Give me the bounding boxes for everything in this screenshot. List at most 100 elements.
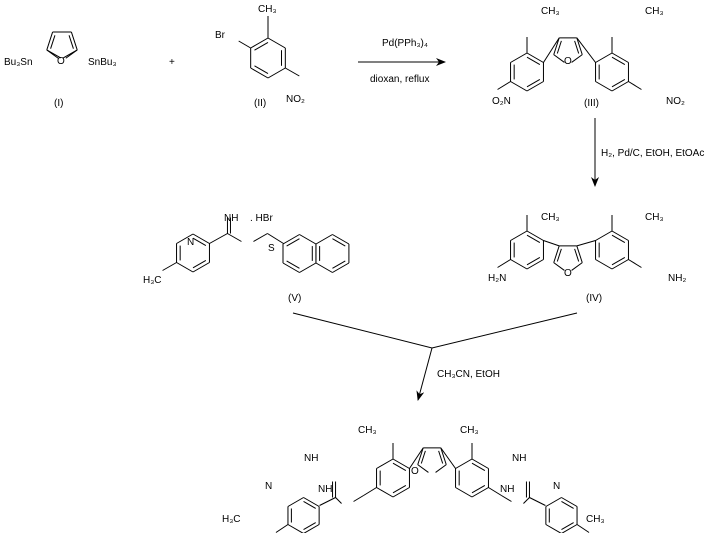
bond	[227, 233, 242, 242]
compound-label-III: (III)	[584, 98, 599, 109]
double-bond	[286, 260, 300, 269]
double-bond	[561, 501, 574, 509]
ring-bond	[299, 234, 317, 245]
furan-bond	[553, 262, 565, 271]
bond	[440, 447, 456, 469]
bond	[335, 497, 342, 504]
bond	[576, 240, 596, 247]
bond	[497, 81, 511, 90]
double-bond	[574, 248, 580, 262]
ring-bond	[267, 37, 286, 49]
double-bond	[254, 41, 269, 51]
ring-bond	[471, 458, 489, 469]
furan-bond	[553, 245, 560, 263]
reaction-arrow-3	[416, 347, 433, 401]
amide-nh-right: NH	[500, 484, 514, 495]
pyridine-n-right: N	[553, 481, 560, 492]
ring-bond	[303, 497, 320, 507]
product: CH₃ CH₃ O NH NH NH NH N N H₃C CH₃	[222, 425, 605, 525]
methyl-right: CH₃	[645, 212, 664, 223]
furan-bond	[576, 245, 583, 263]
furan-bond	[46, 31, 54, 51]
bond	[319, 497, 336, 506]
bond	[285, 67, 300, 77]
ring-bond	[376, 487, 394, 498]
ring-bond	[561, 524, 578, 533]
double-bond	[68, 35, 74, 49]
double-bond	[303, 522, 316, 530]
ring-bond	[526, 52, 544, 63]
ring-bond	[510, 81, 528, 92]
pyridine-n-left: N	[265, 481, 272, 492]
sulfur-label: S	[268, 243, 275, 254]
double-bond	[574, 40, 580, 54]
methyl-right: CH₃	[460, 425, 479, 436]
ring-bond	[287, 524, 304, 533]
furan-bond	[417, 464, 429, 473]
bromo-label: Br	[215, 30, 226, 41]
compound-II: Br CH₃ NO₂ (II)	[215, 4, 305, 109]
compound-I: Bu₃Sn SnBu₃ O (I)	[4, 56, 117, 109]
nitro-left: O₂N	[492, 96, 511, 107]
double-bond	[50, 35, 56, 49]
double-bond	[254, 65, 269, 75]
ring-bond	[250, 37, 269, 49]
ring-bond	[332, 234, 350, 245]
bond	[363, 487, 377, 496]
ring-bond	[376, 458, 394, 469]
double-bond	[556, 40, 562, 54]
bond	[543, 240, 560, 247]
furan-bond	[440, 447, 447, 465]
bond	[275, 524, 289, 533]
double-bond	[611, 234, 626, 244]
ring-bond	[455, 458, 473, 469]
ring-bond	[471, 487, 489, 498]
ring-bond	[595, 259, 613, 270]
double-bond	[420, 450, 426, 464]
double-bond	[561, 522, 574, 530]
ring-bond	[510, 52, 528, 63]
step1-reagent: Pd(PPh₃)₄	[382, 38, 428, 49]
furan-bond	[553, 54, 565, 63]
ring-bond	[510, 230, 528, 241]
methyl-left: CH₃	[541, 6, 560, 17]
nitro-label: NO₂	[286, 94, 305, 105]
pyridine-nitrogen: N	[187, 237, 194, 248]
furan-bond	[435, 464, 447, 473]
compound-IV: CH₃ CH₃ O H₂N NH₂ (IV)	[488, 212, 686, 304]
bond	[238, 40, 251, 49]
imine-right: NH	[512, 453, 526, 464]
furan-bond	[576, 37, 583, 55]
methyl-right: CH₃	[645, 6, 664, 17]
pyridine-methyl-left: H₃C	[222, 514, 241, 525]
ring-bond	[192, 262, 210, 273]
ring-bond	[526, 81, 544, 92]
imine-left: NH	[304, 453, 318, 464]
converging-lines	[292, 312, 578, 349]
pyridine-methyl-right: CH₃	[586, 514, 605, 525]
compound-III: CH₃ CH₃ O O₂N NO₂ (III)	[492, 6, 685, 109]
double-bond	[526, 234, 541, 244]
double-bond	[438, 450, 444, 464]
ring-bond	[282, 262, 300, 273]
ring-bond	[250, 67, 269, 79]
double-bond	[526, 256, 541, 266]
furan-oxygen: O	[411, 466, 419, 477]
ring-bond	[176, 262, 194, 273]
bond	[497, 259, 511, 268]
nitro-right: NO₂	[666, 96, 685, 107]
ring-bond	[299, 262, 317, 273]
amine-left: H₂N	[488, 273, 506, 284]
furan-oxygen: O	[564, 268, 572, 279]
double-bond	[611, 56, 626, 66]
bond	[409, 447, 424, 469]
ring-bond	[176, 233, 194, 244]
ring-bond	[611, 259, 629, 270]
ring-bond	[192, 233, 210, 244]
ring-bond	[611, 230, 629, 241]
imine-label: NH	[224, 213, 238, 224]
double-bond	[286, 238, 300, 247]
ring-bond	[526, 230, 544, 241]
